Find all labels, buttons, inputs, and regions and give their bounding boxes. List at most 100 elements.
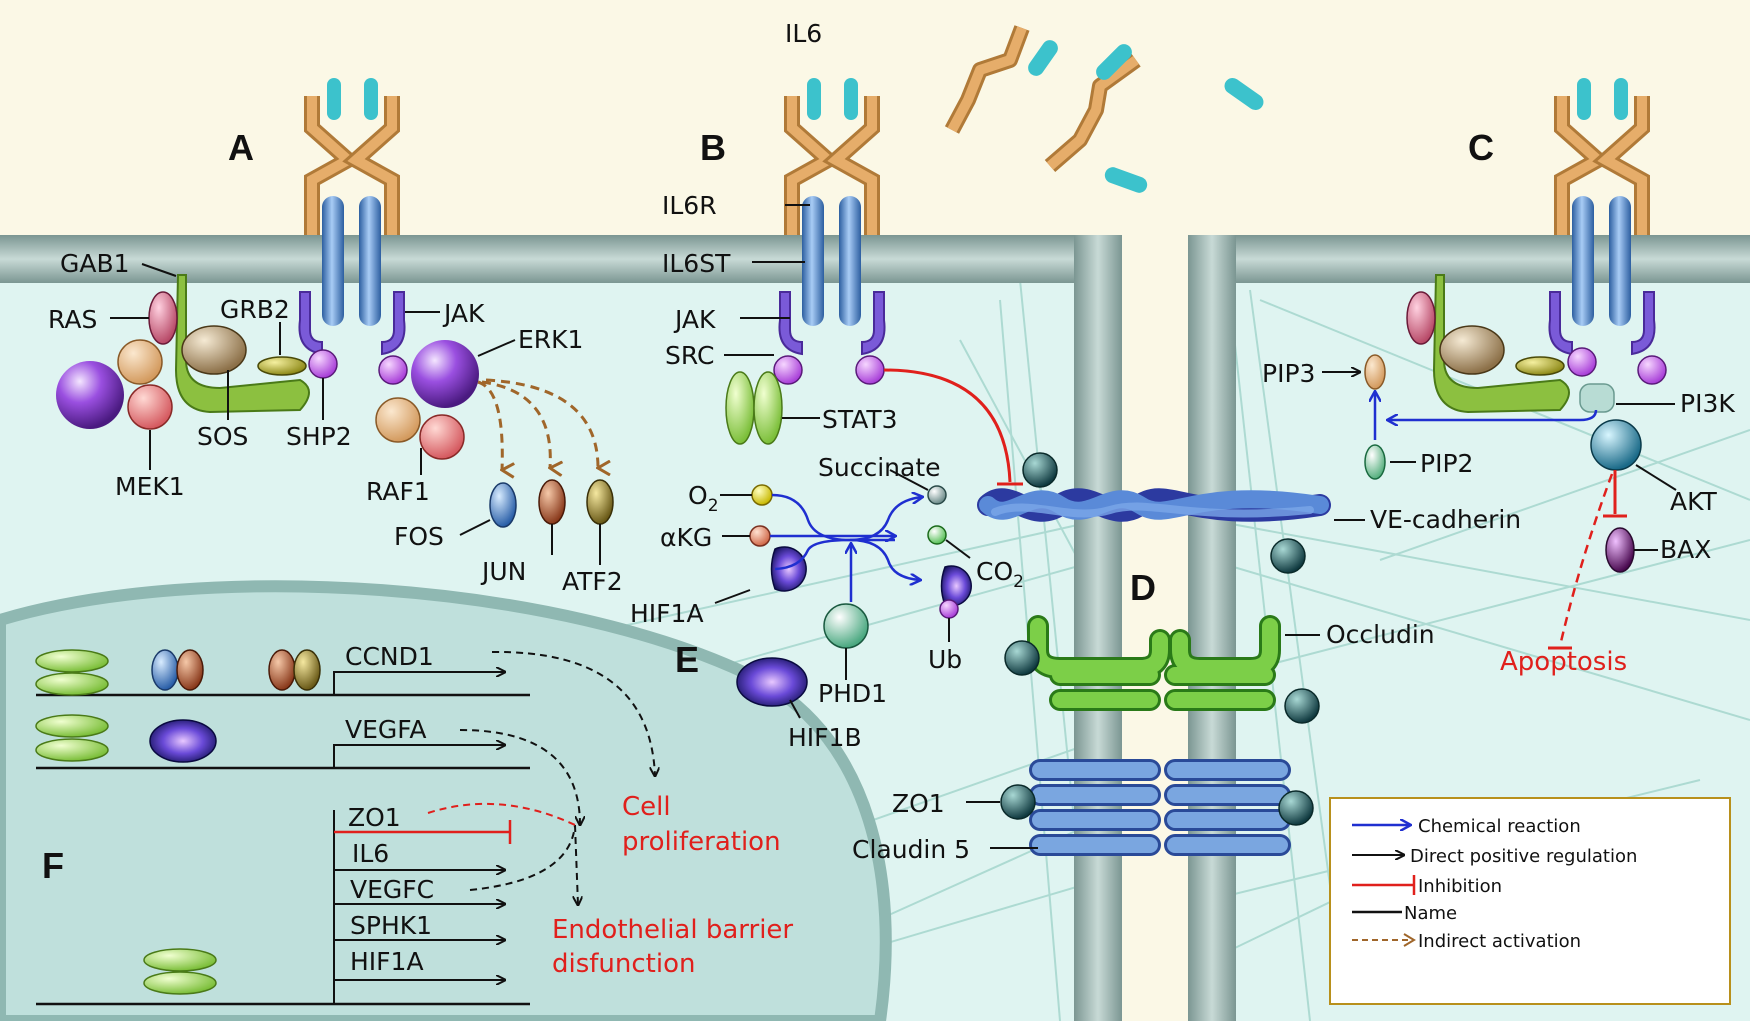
label-raf1: RAF1 [366,477,430,506]
legend-label-chemical: Chemical reaction [1418,816,1581,837]
legend-label-name: Name [1404,903,1457,924]
gene-hif1a-f: HIF1A [350,947,424,976]
label-bax: BAX [1660,535,1711,564]
label-claudin5: Claudin 5 [852,835,970,864]
cell-proliferation-line1: Cell [622,792,671,822]
label-ras: RAS [48,305,97,334]
receptor-b [778,78,886,356]
gene-ccnd1: CCND1 [345,642,434,671]
phd1-protein [823,603,869,649]
label-occludin: Occludin [1326,620,1435,649]
il6-ligands [944,25,1264,193]
label-atf2: ATF2 [562,567,623,596]
left-cell-membrane-side [1074,235,1122,1021]
label-pip2: PIP2 [1420,449,1473,478]
jak-bound-protein [378,355,408,385]
atf2-protein [586,479,614,525]
panel-f-genes [35,649,655,1006]
label-stat3: STAT3 [822,405,898,434]
co2-molecule [927,525,947,545]
label-leader-lines [110,204,1677,849]
legend-label-inhibition: Inhibition [1418,876,1502,897]
cell-proliferation-line2: proliferation [622,827,781,857]
fos-protein [489,482,517,528]
succinate-molecule [927,485,947,505]
indirect-activation-arrows [477,378,598,470]
label-ub: Ub [928,645,962,674]
shp2-protein [308,349,338,379]
sos-protein [181,325,247,375]
panel-d-label: D [1130,567,1156,608]
barrier-line1: Endothelial barrier [552,915,793,945]
label-jak-b: JAK [673,305,716,334]
akg-molecule [749,525,771,547]
jun-protein [538,479,566,525]
label-pi3k: PI3K [1680,389,1735,418]
tan-protein-a [117,339,163,385]
label-akt: AKT [1670,487,1718,516]
label-hif1b: HIF1B [788,723,862,752]
receptor-c [1548,78,1656,356]
panel-e [736,484,972,707]
label-succinate: Succinate [818,453,941,482]
apoptosis-label: Apoptosis [1500,647,1627,677]
hif1b-protein [736,657,808,707]
stat3-protein-2 [753,371,783,445]
left-cell-membrane-top [0,235,1122,283]
right-cell-membrane-top [1188,235,1750,283]
pip2-molecule [1364,444,1386,480]
mek1-protein [127,384,173,430]
label-jun: JUN [480,557,526,586]
gene-il6: IL6 [352,839,389,868]
vegfa-row [35,714,530,770]
panel-b-proteins [725,355,885,445]
gene-vegfc: VEGFC [350,875,434,904]
label-mek1: MEK1 [115,472,185,501]
barrier-line2: disfunction [552,949,695,979]
label-akg: αKG [660,523,712,552]
purple-kinase-a [56,361,124,429]
pip3-molecule [1364,354,1386,390]
gene-vegfa: VEGFA [345,715,426,744]
label-sos: SOS [197,422,248,451]
pi3k-protein [1579,383,1615,413]
label-o2: O2 [688,481,719,516]
label-gab1: GAB1 [60,249,130,278]
src-protein [773,355,803,385]
label-ve-cadherin: VE-cadherin [1370,505,1521,534]
akt-protein [1590,419,1642,471]
ub-molecule [939,599,959,619]
occludin-complex [1004,615,1320,724]
bax-protein [1605,527,1635,573]
panel-e-label: E [675,639,699,680]
label-il6st: IL6ST [662,249,731,278]
label-jak-a: JAK [442,299,485,328]
multi-gene-row [36,810,530,1006]
label-fos: FOS [394,522,444,551]
ve-cadherin-complex [977,452,1331,574]
panel-c-proteins [1364,274,1667,650]
label-phd1: PHD1 [818,679,887,708]
receptor-a [298,78,406,356]
legend-label-direct: Direct positive regulation [1410,846,1637,867]
label-il6r: IL6R [662,191,717,220]
label-erk1: ERK1 [518,325,583,354]
ccnd1-row [35,649,530,697]
ras-protein [148,291,178,345]
label-il6: IL6 [785,19,822,48]
panel-c-label: C [1468,127,1494,168]
legend: Chemical reaction Direct positive regula… [1329,797,1731,1005]
label-hif1a-e: HIF1A [630,599,704,628]
stat3-protein-1 [725,371,755,445]
jak-b-right-protein [855,355,885,385]
label-zo1-d: ZO1 [892,789,945,818]
label-shp2: SHP2 [286,422,352,451]
legend-box [1329,797,1731,1005]
o2-molecule [751,484,773,506]
panel-a-label: A [228,127,254,168]
right-cell-membrane-side [1188,235,1236,1021]
stat3-inhibition-line [883,368,1012,483]
erk1-protein [411,340,479,408]
